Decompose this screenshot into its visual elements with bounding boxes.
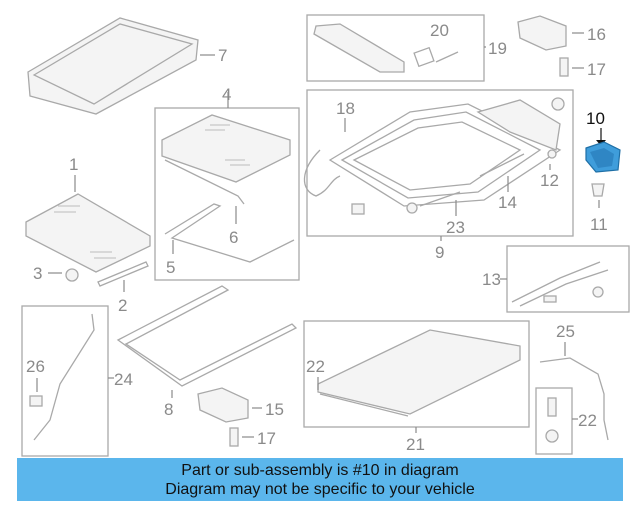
part-26-drain-tube: 25 [539,322,609,441]
callout-2: 2 [118,296,127,315]
part-15-motor: 15 [197,387,284,423]
part-27-cable: 26 [26,313,95,441]
part-8-seal: 8 [116,285,298,419]
callout-18: 18 [336,99,355,118]
part-7-glass-panel: 7 [27,17,227,115]
part-17-bolt-bottom: 17 [229,427,276,448]
group-box-13 [506,245,630,313]
part-23-fasteners: 22 [545,397,597,443]
part-5-seal: 5 [164,203,295,277]
group-box-25 [21,305,109,457]
part-info-banner: Part or sub-assembly is #10 in diagram D… [17,458,623,501]
callout-9: 9 [435,243,444,262]
part-1-glass: 1 [25,155,151,273]
callout-21: 21 [406,435,425,454]
callout-5: 5 [166,258,175,277]
callout-11: 11 [590,215,608,234]
part-6-trim: 6 [229,206,238,247]
part-20-clips: 20 [413,21,459,68]
callout-12: 12 [540,171,559,190]
part-21-headliner: 21 [317,329,521,454]
part-10-highlighted: 10 [585,109,621,173]
callout-23: 22 [578,411,597,430]
callout-16: 16 [587,25,606,44]
banner-line-1: Part or sub-assembly is #10 in diagram [181,461,459,479]
callout-22: 22 [306,357,325,376]
callout-13: 13 [482,270,501,289]
part-19-rail: 19 [313,23,507,73]
group-box-9 [306,89,574,237]
callout-20: 20 [430,21,449,40]
callout-10: 10 [586,109,605,128]
part-16-motor: 16 [517,15,606,51]
banner-line-2: Diagram may not be specific to your vehi… [165,480,475,498]
part-14-guide: 14 [479,153,525,212]
group-box-19 [306,14,485,82]
part-4-glass [161,114,291,205]
callout-27: 26 [26,357,45,376]
callout-15: 15 [265,400,284,419]
callout-6: 6 [229,228,238,247]
callout-25: 24 [114,370,133,389]
callout-19: 19 [488,39,507,58]
part-24-cable: 23 [419,191,465,237]
group-box-4 [154,107,300,281]
callout-26: 25 [556,322,575,341]
callout-24: 23 [446,218,465,237]
part-13-linkage [511,261,609,307]
callout-7: 7 [218,46,227,65]
part-22-trim: 22 [306,357,325,390]
group-box-23 [535,387,573,455]
callout-3: 3 [33,264,42,283]
part-3-bolt: 3 [33,264,79,283]
part-2-strip: 2 [97,261,149,315]
callout-4: 4 [222,85,231,104]
part-12-bracket: 12 [540,164,559,190]
callout-17-bottom: 17 [257,429,276,448]
part-11-clip: 11 [590,183,608,234]
part-9-frame [328,97,565,215]
callout-14: 14 [498,193,517,212]
callout-17-top: 17 [587,60,606,79]
callout-1: 1 [69,155,78,174]
callout-8: 8 [164,400,173,419]
part-17-bolt-top: 17 [559,57,606,79]
part-18-harness: 18 [303,99,355,197]
